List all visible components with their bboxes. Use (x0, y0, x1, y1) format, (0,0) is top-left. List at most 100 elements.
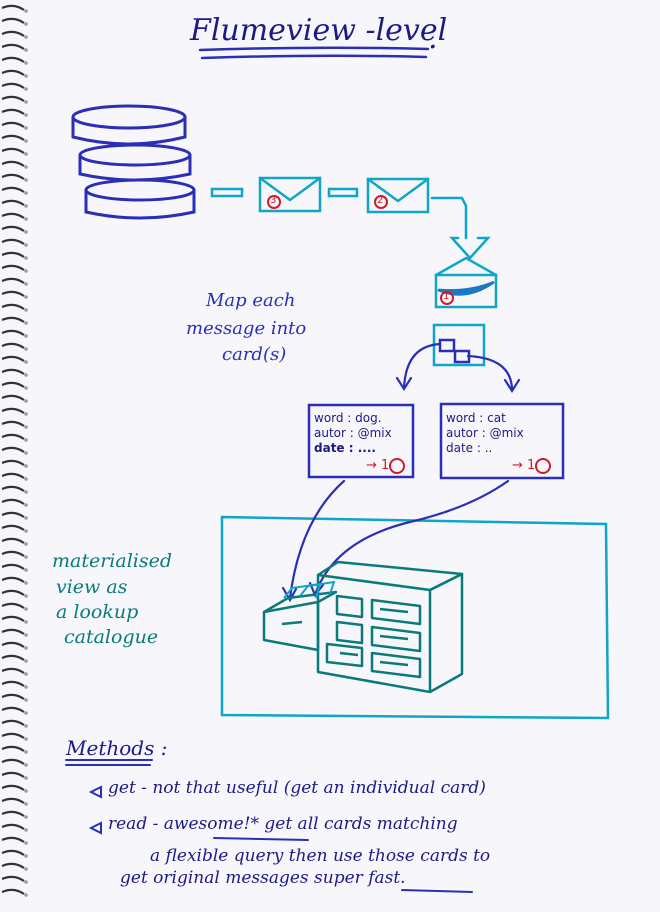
spiral-coil (1, 199, 25, 206)
spiral-coil (1, 485, 25, 492)
map-note-line-3: card(s) (222, 344, 287, 365)
binding-hole (24, 776, 28, 780)
binding-hole (24, 763, 28, 767)
methods-heading: Methods : (66, 736, 168, 760)
binding-hole (24, 893, 28, 897)
spiral-coil (1, 771, 25, 778)
spiral-coil (1, 654, 25, 661)
spiral-coil (1, 524, 25, 531)
binding-hole (24, 503, 28, 507)
spiral-coil (1, 563, 25, 570)
binding-hole (24, 347, 28, 351)
binding-hole (24, 308, 28, 312)
method-read-line-1: read - awesome!* get all cards matching (108, 814, 458, 834)
binding-hole (24, 555, 28, 559)
binding-hole (24, 204, 28, 208)
spiral-coil (1, 719, 25, 726)
view-note-line-3: a lookup (56, 601, 139, 623)
spiral-coil (1, 82, 25, 89)
binding-hole (24, 9, 28, 13)
spiral-coil (1, 589, 25, 596)
binding-hole (24, 425, 28, 429)
card-split-icon (432, 323, 486, 367)
map-note-line-1: Map each (206, 290, 296, 311)
open-envelope-icon (434, 256, 498, 309)
binding-hole (24, 217, 28, 221)
binding-hole (24, 841, 28, 845)
word-card-dog: word : dog. autor : @mix date : .... (314, 411, 392, 456)
binding-hole (24, 568, 28, 572)
spiral-coil (1, 290, 25, 297)
binding-hole (24, 451, 28, 455)
card-catalogue-cabinet (262, 560, 464, 694)
binding-hole (24, 139, 28, 143)
spiral-coil (1, 394, 25, 401)
binding-hole (24, 698, 28, 702)
binding-hole (24, 243, 28, 247)
spiral-coil (1, 173, 25, 180)
spiral-coil (1, 615, 25, 622)
spiral-coil (1, 810, 25, 817)
spiral-coil (1, 433, 25, 440)
binding-hole (24, 490, 28, 494)
binding-hole (24, 35, 28, 39)
spiral-coil (1, 706, 25, 713)
spiral-coil (1, 550, 25, 557)
binding-hole (24, 256, 28, 260)
binding-hole (24, 854, 28, 858)
spiral-coil (1, 459, 25, 466)
card-author-field: autor : @mix (314, 426, 392, 440)
spiral-coil (1, 212, 25, 219)
binding-hole (24, 737, 28, 741)
binding-hole (24, 74, 28, 78)
binding-hole (24, 295, 28, 299)
binding-hole (24, 360, 28, 364)
spiral-coil (1, 264, 25, 271)
view-note-line-2: view as (56, 576, 128, 598)
spiral-coil (1, 784, 25, 791)
spiral-coil (1, 95, 25, 102)
binding-hole (24, 191, 28, 195)
binding-hole (24, 373, 28, 377)
spiral-coil (1, 147, 25, 154)
bullet-icon (88, 785, 102, 835)
binding-hole (24, 620, 28, 624)
binding-hole (24, 828, 28, 832)
spiral-coil (1, 849, 25, 856)
card-author-field: autor : @mix (446, 426, 524, 440)
spiral-coil (1, 628, 25, 635)
badge-label: 1 (443, 291, 450, 302)
database-icon (71, 104, 196, 220)
spiral-coil (1, 641, 25, 648)
spiral-coil (1, 745, 25, 752)
binding-hole (24, 880, 28, 884)
card-badge (535, 458, 551, 474)
spiral-coil (1, 420, 25, 427)
binding-hole (24, 399, 28, 403)
card-fragments (438, 338, 471, 364)
binding-hole (24, 269, 28, 273)
card-source-ref: → 1 (512, 458, 536, 473)
materialised-view-frame (220, 515, 610, 720)
view-note-line-1: materialised (52, 550, 173, 572)
spiral-coil (1, 43, 25, 50)
binding-hole (24, 711, 28, 715)
binding-hole (24, 412, 28, 416)
binding-hole (24, 659, 28, 663)
binding-hole (24, 321, 28, 325)
binding-hole (24, 165, 28, 169)
spiral-coil (1, 277, 25, 284)
spiral-coil (1, 251, 25, 258)
binding-hole (24, 61, 28, 65)
sequence-badge-1 (440, 291, 454, 305)
methods-underline (65, 759, 473, 893)
spiral-coil (1, 407, 25, 414)
card-word-field: word : dog. (314, 411, 382, 425)
spiral-coil (1, 238, 25, 245)
spiral-coil (1, 732, 25, 739)
spiral-coil (1, 875, 25, 882)
binding-hole (24, 724, 28, 728)
card-word-field: word : cat (446, 411, 506, 425)
envelope-icon (258, 176, 322, 213)
